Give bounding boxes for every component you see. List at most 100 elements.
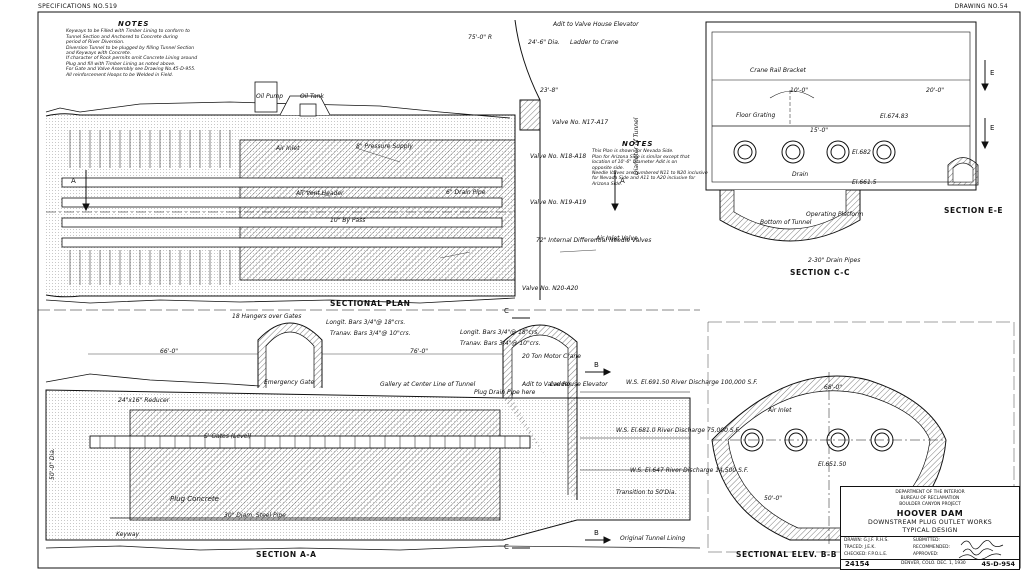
needle-valves-label: 72" Internal Differential Needle Valves (536, 237, 652, 244)
notes-right-line: location of 10'-6" Diameter Adit is on (592, 160, 678, 166)
drain-pipes-label: 2-30" Drain Pipes (808, 257, 861, 264)
oil-tank-label: Oil Tank (300, 93, 324, 100)
specification-number: SPECIFICATIONS NO.519 (38, 3, 118, 10)
air-inlet-label-bb: Air Inlet (768, 407, 792, 414)
longit-bars-label-2: Longit. Bars 3/4"@ 18"crs. (460, 329, 540, 336)
notes-left-heading: NOTES (118, 20, 150, 28)
pressure-supply-label: 8" Pressure Supply (356, 143, 413, 150)
cut-a-left: A (71, 177, 76, 185)
water-surface-3: W.S. El.647 River Discharge 14,500 S.F. (630, 467, 749, 474)
dim-15: 15'-0" (810, 127, 829, 134)
drawing-serial-number: 24154 (845, 560, 870, 568)
transition-label: Transition to 50'Dia. (616, 489, 677, 496)
traced-by: TRACED: J.E.K. (844, 545, 876, 550)
crane-rail-bracket-label: Crane Rail Bracket (750, 67, 806, 74)
bottom-of-tunnel-label: Bottom of Tunnel (760, 219, 812, 226)
air-inlet-label: Air Inlet (276, 145, 300, 152)
plug-drain-label: Plug Drain Pipe here (474, 389, 536, 396)
valve-n19-label: Valve No. N19-A19 (530, 199, 587, 206)
notes-right-line: This Plan is shown for Nevada Side. (592, 149, 674, 155)
cut-b-top: B (594, 361, 599, 369)
notes-left-line: Keyways to be Filled with Timber Lining … (66, 29, 190, 35)
emergency-gate-label: Emergency Gate (264, 379, 315, 386)
notes-left: NOTES Keyways to be Filled with Timber L… (66, 20, 216, 78)
steel-pipe-label: 30" Diam. Steel Pipe (224, 512, 286, 519)
notes-right-line: Plan for Arizona Side is similar except … (592, 154, 690, 160)
oil-pump-label: Oil Pump (256, 93, 284, 100)
elevation-2: El.682 (852, 149, 871, 156)
cut-e-bottom: E (990, 124, 995, 132)
cut-a-right: A (620, 177, 625, 185)
elevation-3: El.661.5 (852, 179, 877, 186)
cut-c-bottom: C (504, 543, 509, 551)
keyway-label: Keyway (116, 531, 140, 538)
original-lining-label: Original Tunnel Lining (620, 535, 686, 542)
valve-n20-label: Valve No. N20-A20 (522, 285, 579, 292)
dimension-23: 23'-8" (540, 87, 559, 94)
drain-pipe-label: 6" Drain Pipe (446, 189, 486, 196)
cut-e-top: E (990, 69, 995, 77)
air-inlet-valve-label: Air Inlet Valve (596, 235, 638, 242)
notes-left-line: and Keyways with Concrete. (66, 51, 132, 57)
drawing-code: 45-D-954 (981, 560, 1015, 568)
notes-right-line: Arizona Side. (592, 181, 623, 187)
dim-68: 68'-0" (824, 384, 843, 391)
by-pass-label: 10" By Pass (330, 217, 366, 224)
approved-by: APPROVED: (913, 552, 939, 557)
sheet-border (37, 11, 1021, 569)
submitted-by: SUBMITTED: (913, 538, 941, 543)
notes-right: NOTES This Plan is shown for Nevada Side… (592, 140, 708, 187)
ladder-to-crane-label: Ladder to Crane (570, 39, 619, 46)
gates-label: S' Gates (Level) (204, 433, 252, 440)
dia-label: 24'-6" Dia. (528, 39, 560, 46)
notes-left-line: Diversion Tunnel to be plugged by fillin… (66, 45, 195, 51)
cut-c-top: C (504, 307, 509, 315)
tranav-bars-label: Tranav. Bars 3/4"@ 10"crs. (330, 330, 411, 337)
valve-n17-label: Valve No. N17-A17 (552, 119, 609, 126)
sectional-plan-title: SECTIONAL PLAN (330, 299, 411, 308)
notes-right-line: opposite side. (592, 165, 625, 171)
plug-concrete-label: Plug Concrete (170, 495, 219, 503)
elevation-bb: El.651.50 (818, 461, 847, 468)
department-text: DEPARTMENT OF THE INTERIOR (895, 490, 965, 495)
notes-right-line: for Nevada Side and A11 to A20 inclusive… (592, 176, 696, 182)
gallery-label: Gallery at Center Line of Tunnel (380, 381, 476, 388)
section-c-c-title: SECTION C-C (790, 268, 851, 277)
radius-dimension: 75'-0" R (468, 34, 493, 41)
checked-by: CHECKED: F.P.O.L.E. (844, 552, 888, 557)
ladder-label: Ladder (550, 381, 571, 388)
bureau-text: BUREAU OF RECLAMATION (900, 496, 960, 501)
notes-right-heading: NOTES (622, 140, 654, 148)
dim-50-dia: 50'-0" Dia. (49, 448, 56, 480)
elevation-1: El.674.83 (880, 113, 909, 120)
notes-left-line: For Gate and Valve Assembly see Drawing … (66, 67, 196, 73)
section-e-e-view (947, 60, 989, 186)
place-and-date: DENVER, COLO. DEC. 1, 1930 (901, 561, 966, 566)
recommended-by: RECOMMENDED: (913, 545, 950, 550)
notes-left-line: If character of Rock permits omit Concre… (66, 56, 198, 62)
drain-label: Drain (792, 171, 809, 178)
valve-n18-label: Valve No. N18-A18 (530, 153, 587, 160)
notes-left-line: All reinforcement Hoops to be Welded in … (66, 72, 174, 78)
dim-10: 10'-0" (790, 87, 809, 94)
ton-crane-label: 20 Ton Motor Crane (522, 353, 581, 360)
section-a-a-title: SECTION A-A (256, 550, 317, 559)
section-c-c-view (705, 21, 977, 242)
notes-right-line: Needle Valves are numbered N11 to N20 in… (592, 171, 708, 177)
tunnel-diameter-label: Diameter of Tunnel (633, 117, 640, 175)
notes-left-line: period of River Diversion. (66, 40, 125, 46)
water-surface-2: W.S. El.681.0 River Discharge 75,000 S.F… (616, 427, 741, 434)
notes-left-line: Plug and fill with Timber Lining as note… (66, 61, 176, 67)
drawing-number: DRAWING NO.54 (954, 3, 1008, 10)
hangers-label: 18 Hangers over Gates (232, 313, 302, 320)
section-b-b-title: SECTIONAL ELEV. B-B (736, 550, 838, 559)
drawn-by: DRAWN: G.J.F. R.H.S. (844, 538, 889, 543)
project-text: BOULDER CANYON PROJECT (899, 502, 961, 507)
signature-marks (958, 540, 1004, 559)
reducer-label: 24"x16" Reducer (118, 397, 170, 404)
longit-bars-label: Longit. Bars 3/4"@ 18"crs. (326, 319, 406, 326)
dim-50-bb: 50'-0" (764, 495, 783, 502)
design-title: TYPICAL DESIGN (902, 527, 958, 534)
section-e-e-title: SECTION E-E (944, 206, 1004, 215)
